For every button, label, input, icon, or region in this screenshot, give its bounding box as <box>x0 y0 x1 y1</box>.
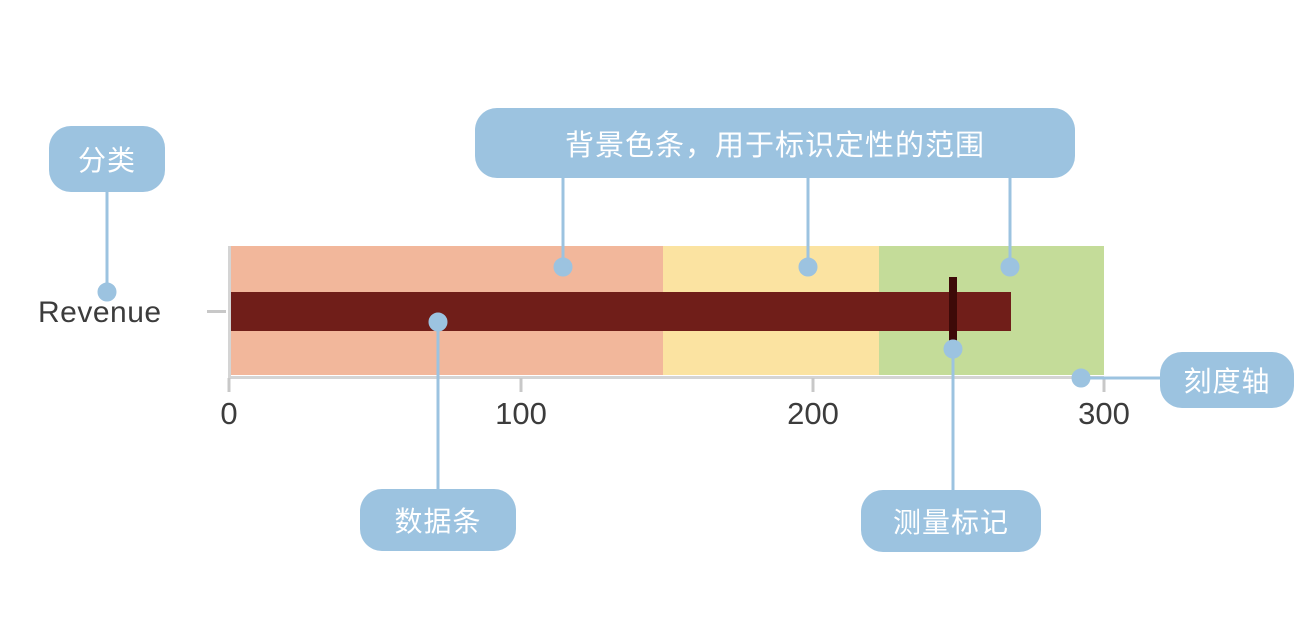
leader-dot-databar <box>428 312 448 332</box>
x-tick-label-100: 100 <box>495 396 547 431</box>
leader-dot-category <box>97 282 117 302</box>
category-label: Revenue <box>38 296 162 329</box>
x-tick-label-0: 0 <box>220 396 238 431</box>
callout-measure-marker[interactable]: 测量标记 <box>861 490 1041 552</box>
leader-dot-marker <box>943 339 963 359</box>
callout-data-bar[interactable]: 数据条 <box>360 489 516 551</box>
callout-background-bands[interactable]: 背景色条，用于标识定性的范围 <box>475 108 1075 178</box>
leader-dot-axis <box>1071 368 1091 388</box>
measure-marker <box>949 277 957 345</box>
data-bar <box>228 292 1011 331</box>
leader-dot-band-mid <box>798 257 818 277</box>
callout-axis[interactable]: 刻度轴 <box>1160 352 1294 408</box>
callout-category[interactable]: 分类 <box>49 126 165 192</box>
leader-dot-band-high <box>1000 257 1020 277</box>
x-tick-label-200: 200 <box>787 396 839 431</box>
x-tick-label-300: 300 <box>1078 396 1130 431</box>
leader-dot-band-low <box>553 257 573 277</box>
